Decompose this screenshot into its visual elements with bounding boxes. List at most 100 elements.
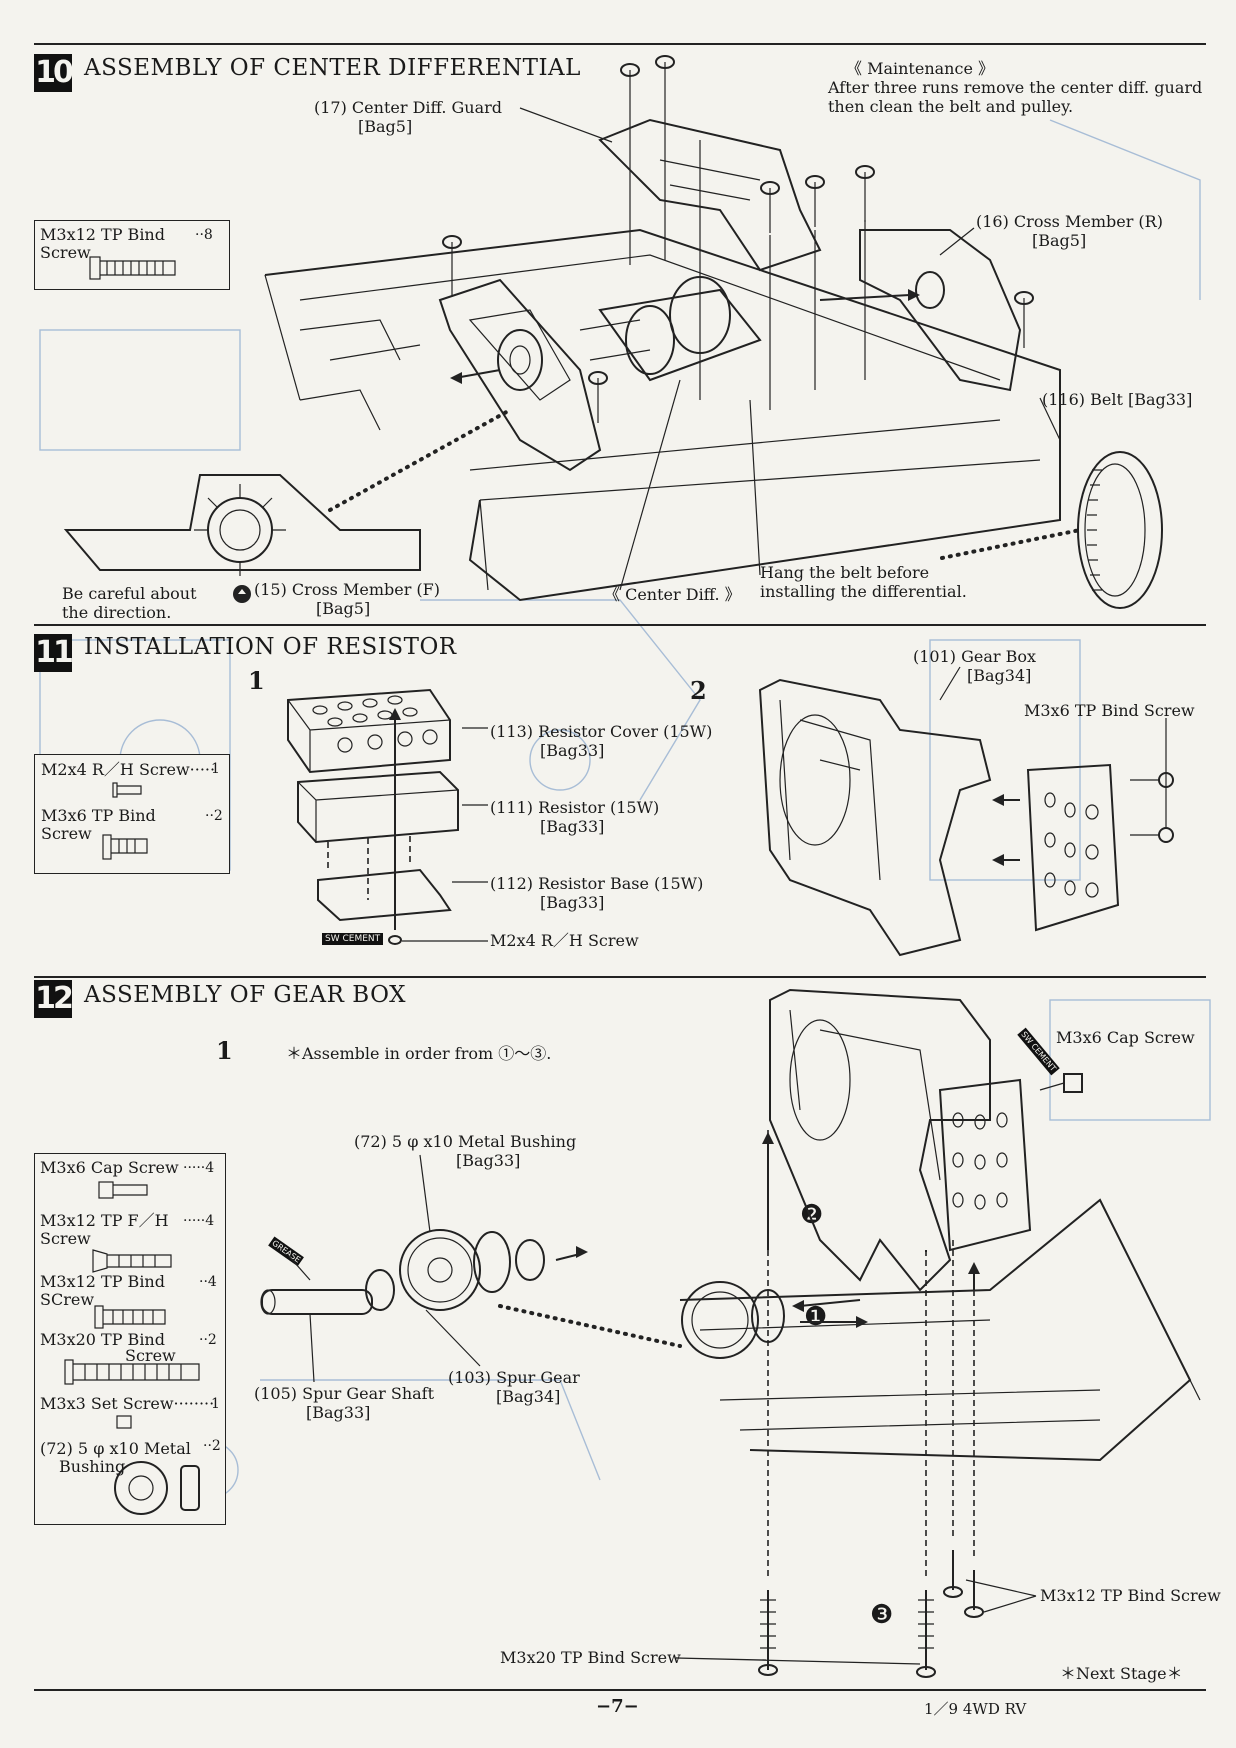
gear-box-body bbox=[769, 988, 991, 1292]
parts-name-2: Screw bbox=[40, 243, 91, 262]
label-m3x6-cap-screw: M3x6 Cap Screw bbox=[1056, 1028, 1195, 1047]
parts-name: M3x12 TP Bind bbox=[40, 1272, 165, 1291]
label-be-careful: Be careful about the direction. bbox=[62, 584, 197, 622]
parts-name: M3x6 TP Bind bbox=[41, 806, 156, 825]
label-m2x4-screw: M2x4 R／H Screw bbox=[490, 931, 639, 950]
parts-qty: ··2 bbox=[205, 808, 223, 824]
parts-name: M2x4 R／H Screw····· bbox=[41, 760, 216, 779]
label-resistor-cover: (113) Resistor Cover (15W) [Bag33] bbox=[490, 722, 712, 760]
screw-icon bbox=[89, 256, 176, 280]
label-line: (15) Cross Member (F) bbox=[254, 580, 441, 599]
spur-gear-mounted bbox=[681, 1281, 759, 1359]
label-line: [Bag34] bbox=[496, 1387, 561, 1406]
parts-qty: 1 bbox=[211, 761, 220, 777]
sub-step-2: 2 bbox=[690, 676, 707, 705]
parts-qty: ··8 bbox=[195, 227, 213, 243]
label-line: [Bag33] bbox=[456, 1151, 521, 1170]
chassis-outline bbox=[264, 228, 1061, 602]
parts-qty: ··2 bbox=[203, 1438, 221, 1454]
spur-gear bbox=[399, 1229, 481, 1311]
metal-bushing-right bbox=[515, 1239, 545, 1281]
label-m3x20-tp-bind-screw: M3x20 TP Bind Screw bbox=[500, 1648, 681, 1667]
label-line: the direction. bbox=[62, 603, 172, 622]
parts-name: (72) 5 φ x10 Metal bbox=[40, 1439, 191, 1458]
parts-name: SCrew bbox=[40, 1290, 95, 1309]
parts-box-section-12: M3x6 Cap Screw ·····4 M3x12 TP F／H ·····… bbox=[34, 1153, 226, 1525]
maintenance-line-1: After three runs remove the center diff.… bbox=[828, 78, 1203, 97]
label-cross-member-r: (16) Cross Member (R) [Bag5] bbox=[976, 212, 1163, 250]
label-m3x12-tp-bind-screw: M3x12 TP Bind Screw bbox=[1040, 1586, 1221, 1605]
spur-gear-shaft bbox=[261, 1289, 373, 1315]
step-marker-3: ❸ bbox=[870, 1600, 894, 1630]
rule-section-12 bbox=[34, 976, 1206, 978]
label-line: (103) Spur Gear bbox=[448, 1368, 580, 1387]
label-line: [Bag33] bbox=[540, 817, 605, 836]
resistor-assembled bbox=[1026, 763, 1120, 932]
label-line: Hang the belt before bbox=[760, 563, 930, 582]
label-m3x6-bind-screw: M3x6 TP Bind Screw bbox=[1024, 701, 1195, 720]
screw-icons bbox=[102, 782, 148, 860]
resistor-base bbox=[317, 868, 452, 922]
step-number-11: 11 bbox=[34, 634, 74, 672]
parts-name: M3x12 TP F／H bbox=[40, 1211, 169, 1230]
parts-qty: ·····4 bbox=[183, 1160, 215, 1176]
label-line: (111) Resistor (15W) bbox=[490, 798, 660, 817]
label-line: (105) Spur Gear Shaft bbox=[254, 1384, 435, 1403]
metal-bushing-left bbox=[365, 1269, 395, 1311]
label-center-diff-guard: (17) Center Diff. Guard [Bag5] bbox=[314, 98, 502, 136]
section-10-title: ASSEMBLY OF CENTER DIFFERENTIAL bbox=[84, 55, 581, 81]
label-line: [Bag5] bbox=[316, 599, 371, 618]
label-line: (101) Gear Box bbox=[913, 647, 1037, 666]
label-gear-box: (101) Gear Box [Bag34] bbox=[913, 647, 1036, 685]
label-cross-member-f: (15) Cross Member (F) [Bag5] bbox=[254, 580, 440, 618]
label-belt: (116) Belt [Bag33] bbox=[1042, 390, 1193, 409]
center-diff-guard bbox=[598, 118, 822, 272]
parts-name: M3x3 Set Screw········ bbox=[40, 1394, 215, 1413]
maintenance-note: 《 Maintenance 》 After three runs remove … bbox=[828, 59, 1202, 116]
label-line: [Bag34] bbox=[967, 666, 1032, 685]
parts-name: Screw bbox=[41, 824, 92, 843]
step-number-12: 12 bbox=[34, 980, 74, 1018]
label-hang-belt: Hang the belt before installing the diff… bbox=[760, 563, 967, 601]
parts-name: Screw bbox=[125, 1346, 176, 1365]
parts-box-section-11: M2x4 R／H Screw····· 1 M3x6 TP Bind ··2 S… bbox=[34, 754, 230, 874]
center-diff bbox=[598, 288, 762, 382]
resistor-mounted bbox=[938, 1078, 1032, 1252]
label-line: (112) Resistor Base (15W) bbox=[490, 874, 704, 893]
bottom-rule bbox=[34, 1689, 1206, 1691]
label-resistor-base: (112) Resistor Base (15W) [Bag33] bbox=[490, 874, 703, 912]
step-marker-1: ❶ bbox=[804, 1302, 828, 1332]
top-rule bbox=[34, 43, 1206, 45]
sw-cement-tag: SW CEMENT bbox=[322, 933, 384, 945]
parts-qty: ·····4 bbox=[183, 1213, 215, 1229]
label-line: [Bag33] bbox=[306, 1403, 371, 1422]
label-center-diff: 《 Center Diff. 》 bbox=[604, 585, 741, 604]
label-line: [Bag5] bbox=[1032, 231, 1087, 250]
rule-section-11 bbox=[34, 624, 1206, 626]
label-metal-bushing: (72) 5 φ x10 Metal Bushing [Bag33] bbox=[354, 1132, 576, 1170]
step-number-10: 10 bbox=[34, 54, 74, 92]
label-line: (113) Resistor Cover (15W) bbox=[490, 722, 713, 741]
parts-name: M3x20 TP Bind bbox=[40, 1330, 165, 1349]
label-line: [Bag33] bbox=[540, 893, 605, 912]
parts-qty: 1 bbox=[211, 1396, 220, 1412]
parts-qty: ··2 bbox=[199, 1332, 217, 1348]
cross-member-f-detail bbox=[63, 474, 421, 571]
page-number: −7− bbox=[596, 1696, 639, 1717]
maintenance-line-2: then clean the belt and pulley. bbox=[828, 97, 1074, 116]
parts-name: M3x6 Cap Screw bbox=[40, 1158, 179, 1177]
label-resistor: (111) Resistor (15W) [Bag33] bbox=[490, 798, 659, 836]
parts-icons bbox=[64, 1181, 200, 1515]
label-spur-gear: (103) Spur Gear [Bag34] bbox=[448, 1368, 580, 1406]
model-name: 1／9 4WD RV bbox=[924, 1700, 1027, 1718]
sub-step-1: 1 bbox=[216, 1036, 233, 1065]
label-line: (17) Center Diff. Guard bbox=[314, 98, 503, 117]
section-11-title: INSTALLATION OF RESISTOR bbox=[84, 634, 457, 660]
cross-member-f bbox=[438, 278, 602, 472]
section-12-title: ASSEMBLY OF GEAR BOX bbox=[84, 982, 406, 1008]
maintenance-title: 《 Maintenance 》 bbox=[846, 59, 994, 78]
label-line: installing the differential. bbox=[760, 582, 967, 601]
